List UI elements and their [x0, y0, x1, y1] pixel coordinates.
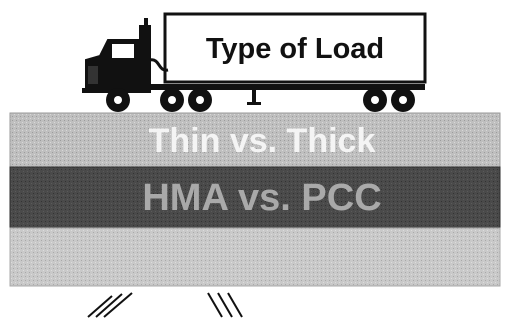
exhaust-stack	[144, 18, 148, 48]
truck: Type of Load	[82, 14, 425, 112]
tractor-cab	[82, 18, 150, 93]
cab-window	[112, 44, 134, 58]
cab-grille	[88, 66, 98, 84]
trailer-chassis	[150, 84, 425, 90]
drive-wheel-1	[160, 88, 184, 112]
front-wheel	[106, 88, 130, 112]
wheels	[106, 88, 415, 112]
landing-gear-foot	[247, 102, 261, 105]
base-layer-label: HMA vs. PCC	[142, 177, 381, 219]
trailer-label: Type of Load	[206, 33, 384, 65]
drive-wheel-2	[188, 88, 212, 112]
trailer-wheel-1	[363, 88, 387, 112]
subgrade-layer	[10, 228, 500, 286]
load-spread-lines	[88, 293, 242, 317]
front-bumper	[82, 88, 112, 93]
surface-layer-label: Thin vs. Thick	[149, 122, 376, 160]
landing-gear	[252, 90, 256, 104]
pavement-structure: Thin vs. Thick HMA vs. PCC	[10, 113, 500, 286]
trailer-wheel-2	[391, 88, 415, 112]
